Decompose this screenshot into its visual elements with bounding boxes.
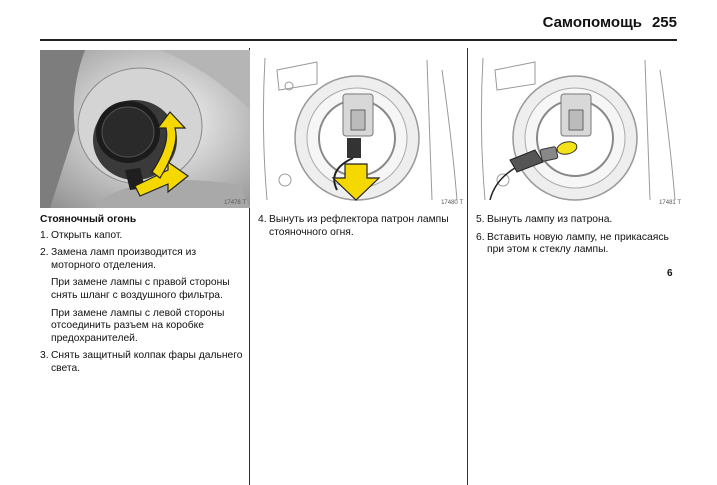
figure-code: 17480 T xyxy=(441,200,463,206)
step-5: 5. Вынуть лампу из патрона. xyxy=(476,214,686,227)
step-1: 1. Открыть капот. xyxy=(40,230,245,243)
figure-code: 17481 T xyxy=(659,200,681,206)
chapter-marker: 6 xyxy=(667,268,673,279)
column-2: 4. Вынуть из рефлектора патрон лампы сто… xyxy=(258,214,463,244)
headlamp-cap-illustration xyxy=(40,50,250,208)
step-3: 3. Снять защитный колпак фары дальнего с… xyxy=(40,350,245,375)
step-text: Вынуть из рефлектора патрон лампы стояно… xyxy=(269,214,449,238)
step-text: Открыть капот. xyxy=(51,229,123,241)
note-left-side: При замене лампы с левой стороны отсоеди… xyxy=(51,307,225,344)
page-header: Самопомощь 255 xyxy=(543,14,677,31)
figure-headlamp-cap: 17478 T xyxy=(40,50,250,208)
section-title: Стояночный огонь xyxy=(40,214,137,225)
column-3: 5. Вынуть лампу из патрона. 6. Вставить … xyxy=(476,214,686,262)
column-divider-1 xyxy=(249,48,250,485)
socket-removal-illustration xyxy=(257,50,467,208)
step-text: Замена ламп производится из моторного от… xyxy=(51,247,197,271)
step-text: Вставить новую лампу, не прикасаясь при … xyxy=(487,231,669,256)
figure-bulb-removal: 17481 T xyxy=(475,50,685,208)
step-number: 4. xyxy=(258,214,267,225)
column-divider-2 xyxy=(467,48,468,485)
header-title: Самопомощь xyxy=(542,14,642,31)
figure-code: 17478 T xyxy=(224,200,246,206)
step-number: 5. xyxy=(476,214,485,225)
step-number: 6. xyxy=(476,231,485,243)
step-number: 1. xyxy=(40,229,49,241)
step-4: 4. Вынуть из рефлектора патрон лампы сто… xyxy=(258,214,463,239)
step-text: Снять защитный колпак фары дальнего свет… xyxy=(51,350,243,374)
figure-socket-removal: 17480 T xyxy=(257,50,467,208)
bulb-removal-illustration xyxy=(475,50,685,208)
step-text: Вынуть лампу из патрона. xyxy=(487,214,613,225)
step-6: 6. Вставить новую лампу, не прикасаясь п… xyxy=(476,232,686,257)
step-number: 3. xyxy=(40,350,49,362)
note-right-side: При замене лампы с правой стороны снять … xyxy=(51,277,230,301)
step-number: 2. xyxy=(40,247,49,259)
header-rule xyxy=(40,39,677,41)
step-2: 2. Замена ламп производится из моторного… xyxy=(40,247,245,272)
page-number: 255 xyxy=(651,14,677,31)
column-1: Стояночный огонь 1. Открыть капот. 2. За… xyxy=(40,214,245,381)
